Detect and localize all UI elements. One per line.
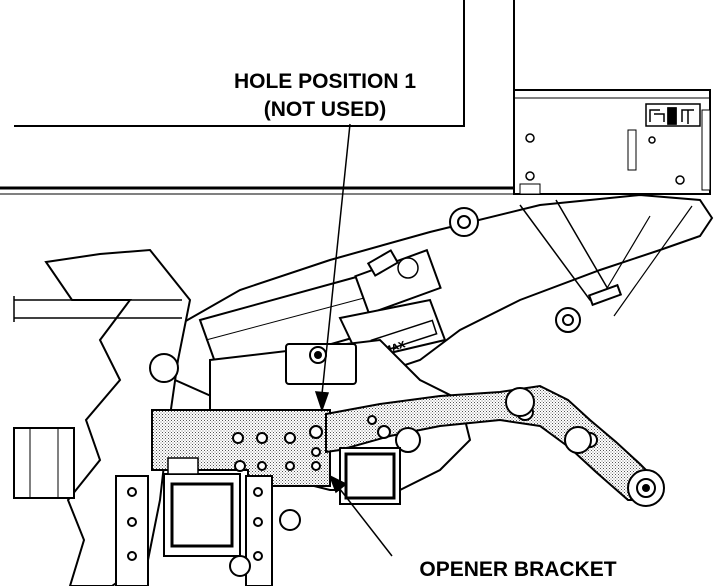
bracket-hole-position-1 [309, 425, 323, 439]
square-pads [163, 447, 401, 557]
guide-wheels [395, 387, 665, 507]
enclosure-frame [0, 0, 520, 195]
manufacturer-logo [645, 103, 701, 127]
not-used-label: (NOT USED) [263, 98, 387, 121]
bracket-hole [311, 447, 321, 457]
bracket-hole [311, 461, 321, 471]
bracket-hole [234, 460, 246, 472]
bracket-hole [256, 432, 268, 444]
bracket-hole [285, 461, 295, 471]
opener-bracket-label: OPENER BRACKET [419, 558, 617, 581]
opener-bracket-callout: OPENER BRACKET [368, 556, 668, 584]
hole-position-callout: HOLE POSITION 1 (NOT USED) [200, 68, 450, 124]
bracket-hole [284, 432, 296, 444]
left-guard [13, 248, 192, 586]
mounting-plates [115, 475, 301, 586]
drive-motor-stub [13, 427, 75, 499]
hole-position-label: HOLE POSITION 1 [233, 70, 417, 93]
roller-set [149, 207, 623, 383]
bracket-hole [232, 432, 244, 444]
bracket-hole [257, 461, 267, 471]
leader-lines [314, 123, 393, 557]
motor-housing [513, 89, 711, 195]
